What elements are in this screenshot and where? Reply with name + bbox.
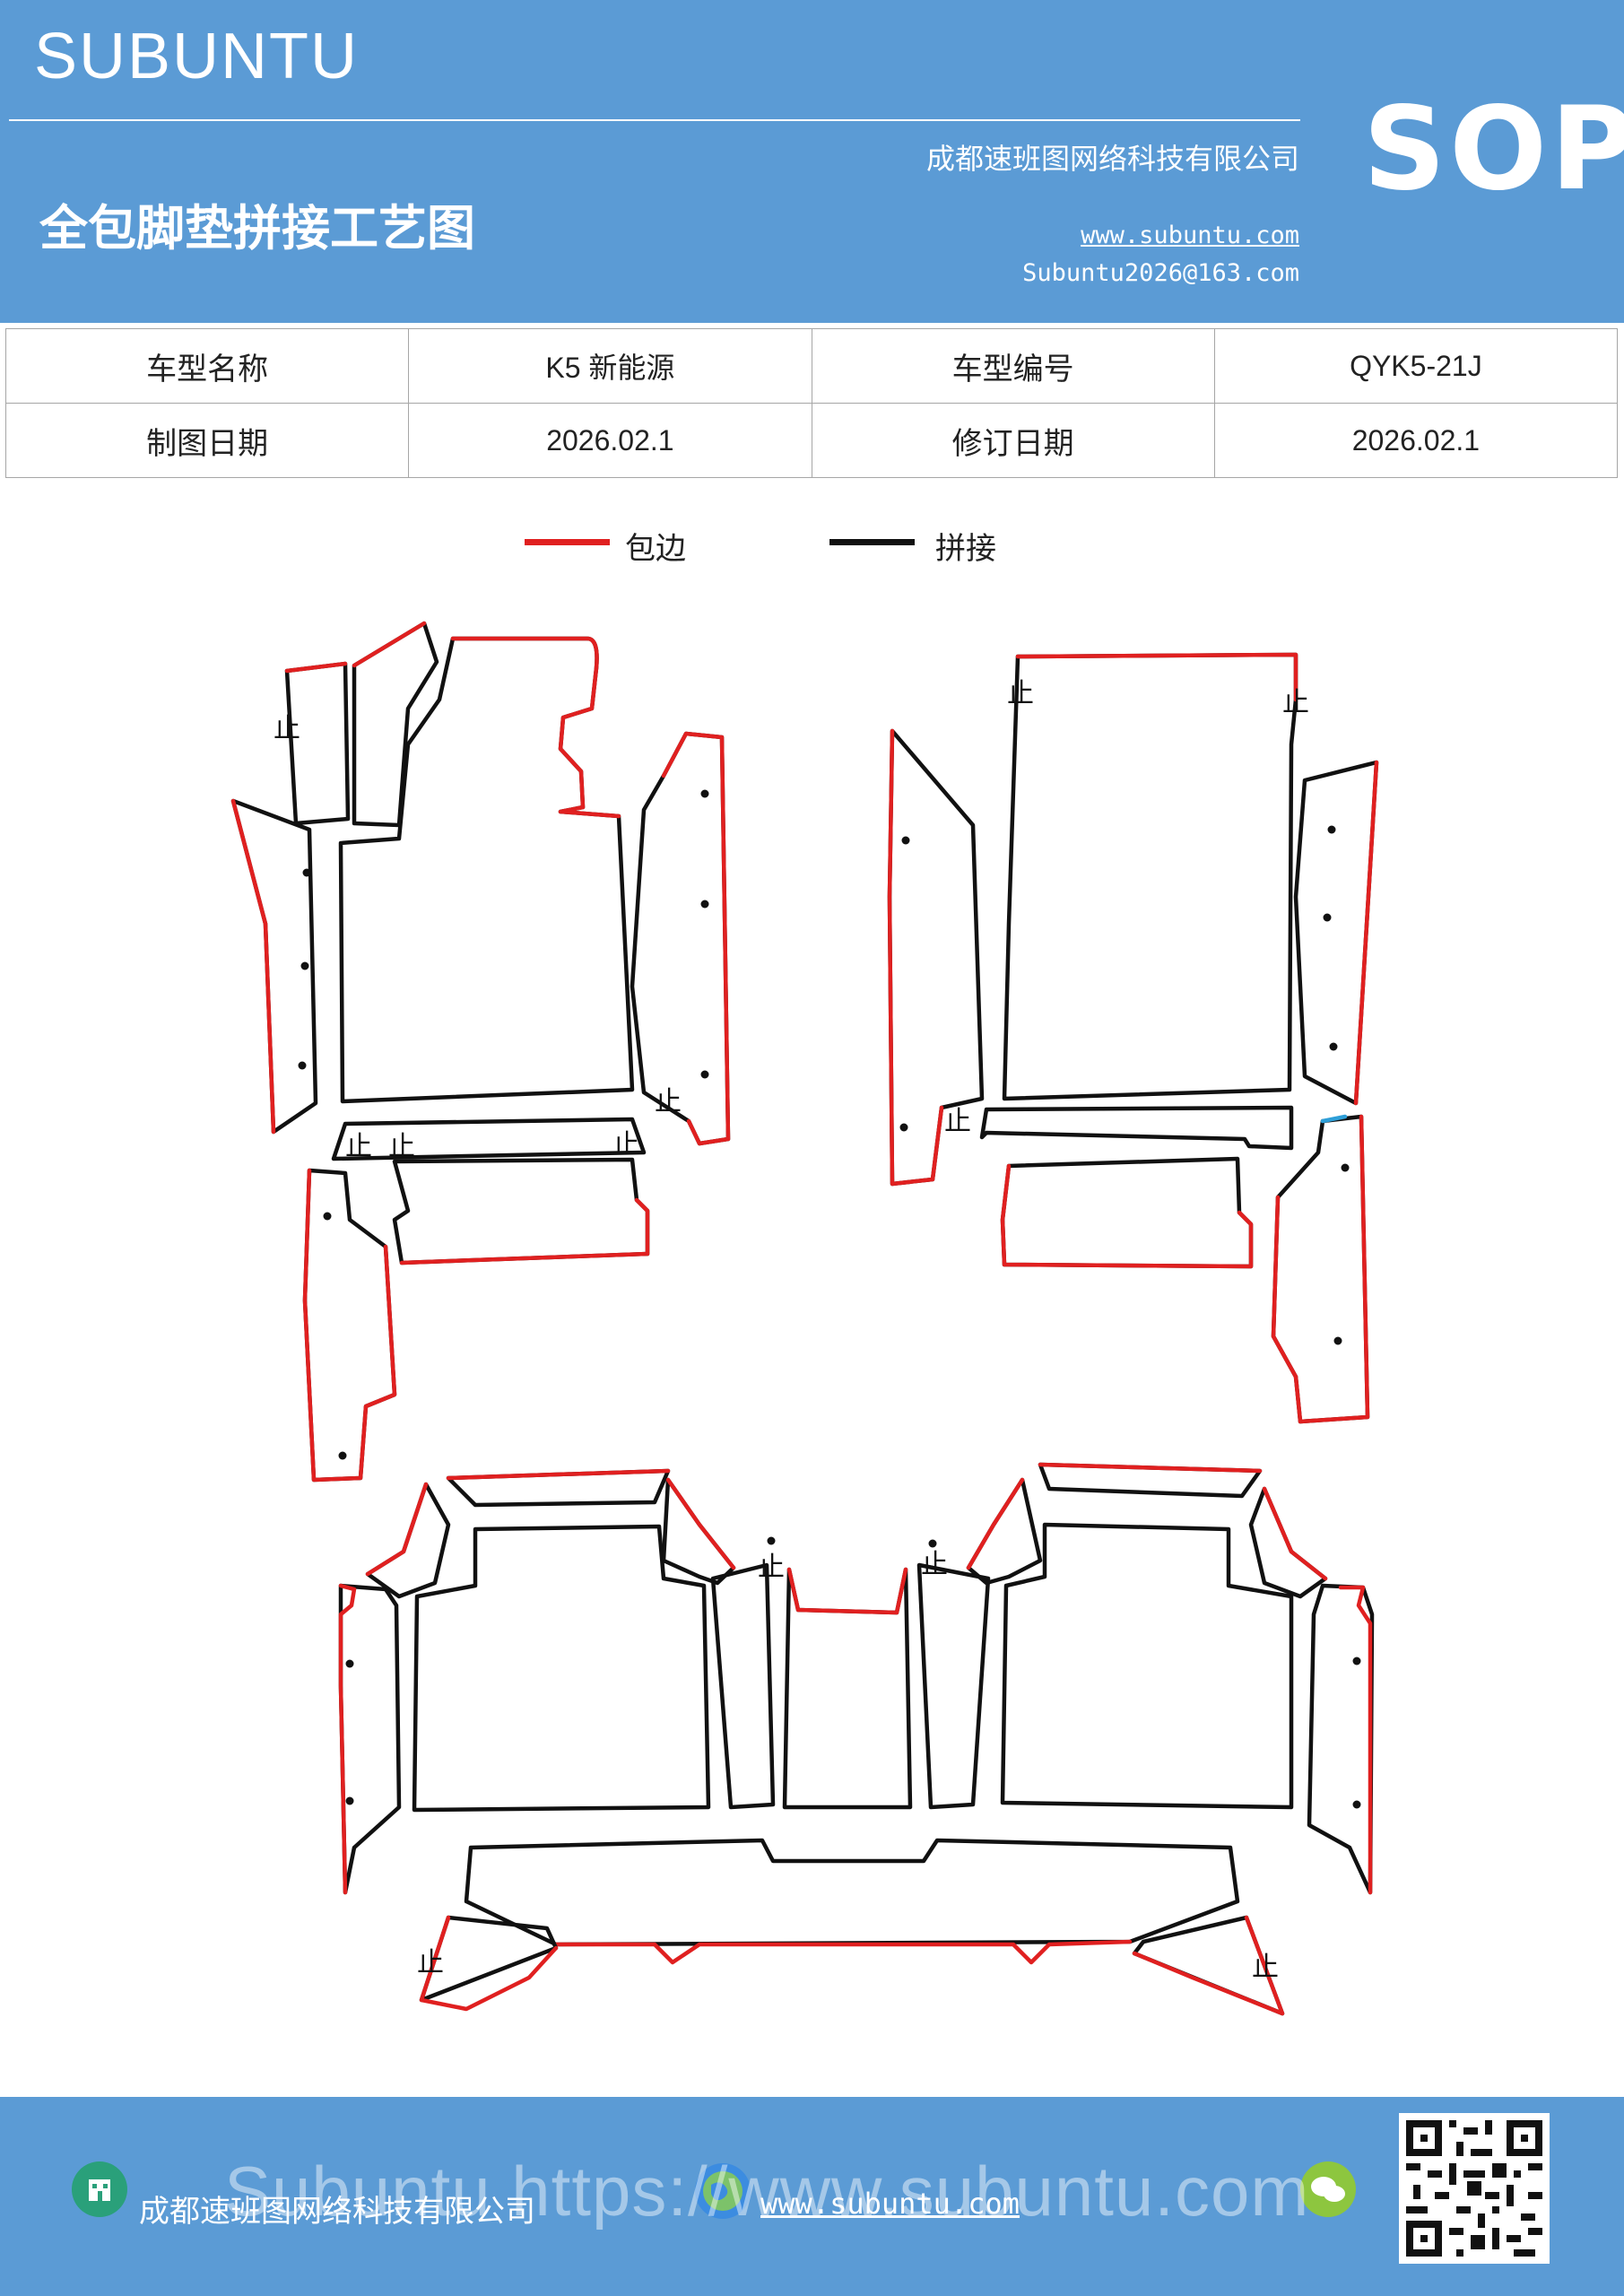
front-left-main-edge — [450, 636, 621, 819]
front-left-heel-strip — [331, 1117, 647, 1161]
rear-tunnel-mat — [464, 1838, 1240, 1947]
front-right-heel-strip — [979, 1105, 1294, 1151]
stop-mark: 止 — [1252, 1952, 1279, 1983]
front-left-door-panel — [630, 731, 731, 1146]
drawing-date-label: 制图日期 — [4, 403, 410, 478]
stop-mark: 止 — [417, 1947, 444, 1979]
front-left-wedge-edge — [352, 621, 427, 668]
stop-mark: 止 — [655, 1086, 682, 1118]
front-right-side-edge — [887, 728, 944, 1187]
sop-badge: SOP — [1363, 83, 1624, 216]
qr-code-icon[interactable] — [1399, 2113, 1550, 2264]
front-right-main-edge — [1015, 652, 1298, 702]
email-address[interactable]: Subuntu2026@163.com — [1022, 259, 1299, 287]
header-divider — [9, 119, 1300, 121]
rear-right-inner-edge — [966, 1477, 1025, 1570]
rear-left-footrest-edge — [419, 1915, 559, 2012]
vehicle-info-table: 车型名称 K5 新能源 车型编号 QYK5-21J 制图日期 2026.02.1… — [4, 328, 1619, 478]
front-right-lower-edge — [1000, 1163, 1254, 1269]
rear-left-wing-edge — [365, 1482, 429, 1577]
header-banner: SUBUNTU 全包脚垫拼接工艺图 成都速班图网络科技有限公司 www.subu… — [0, 0, 1624, 323]
drawing-date-value: 2026.02.1 — [408, 403, 812, 478]
front-right-mat-group — [887, 652, 1379, 1424]
front-left-side-edge — [230, 798, 276, 1135]
rear-center-mat — [782, 1567, 913, 1810]
rear-left-side — [338, 1583, 402, 1895]
front-right-sill — [1271, 1114, 1370, 1424]
rear-left-side-edge — [338, 1583, 357, 1895]
mounting-dots — [298, 789, 1361, 1809]
front-left-sill-edge — [302, 1168, 397, 1483]
rear-right-top-bolster-edge — [1038, 1462, 1263, 1474]
rear-tunnel-edge — [553, 1939, 1133, 1965]
rear-left-seat-mat — [412, 1524, 711, 1813]
rear-mat-group — [338, 1462, 1375, 2016]
document-title: 全包脚垫拼接工艺图 — [39, 200, 475, 257]
front-left-lower-edge — [399, 1197, 650, 1265]
stop-mark: 止 — [944, 1106, 971, 1137]
rear-center-left-strip — [710, 1562, 776, 1810]
stop-mark: 止 — [921, 1549, 948, 1580]
front-right-blue-joint — [1320, 1114, 1348, 1124]
rear-right-inner-wing — [966, 1477, 1043, 1586]
stop-marks: 止 止 止 止 止 止 止 止 止 止 止 止 — [274, 678, 1309, 1983]
legend-binding-swatch — [525, 539, 610, 545]
wechat-icon — [1300, 2161, 1356, 2217]
revision-date-value: 2026.02.1 — [1213, 403, 1619, 478]
rear-center-right-strip — [916, 1562, 991, 1810]
website-link[interactable]: www.subuntu.com — [1081, 222, 1299, 249]
rear-right-wing-edge — [1262, 1486, 1328, 1581]
legend-binding-label: 包边 — [625, 531, 686, 567]
globe-icon — [695, 2163, 751, 2219]
front-right-lower-mat — [1000, 1156, 1254, 1269]
model-code-value: QYK5-21J — [1213, 328, 1619, 404]
footer-company-name: 成都速班图网络科技有限公司 — [139, 2194, 535, 2230]
front-left-strip-edge — [284, 661, 348, 674]
rear-left-inner-wing — [661, 1477, 736, 1586]
watermark-overlay: Subuntu https://www.subuntu.com — [224, 2152, 1310, 2231]
stop-mark: 止 — [1282, 687, 1309, 718]
model-name-label: 车型名称 — [4, 328, 410, 404]
footer-website-link[interactable]: www.subuntu.com — [760, 2187, 1020, 2221]
front-right-main-mat — [1002, 652, 1298, 1101]
legend-seam-swatch — [829, 539, 915, 545]
rear-right-side-edge — [1338, 1585, 1373, 1895]
stop-mark: 止 — [388, 1131, 415, 1162]
front-right-sill-edge — [1271, 1114, 1370, 1424]
stop-mark: 止 — [612, 1129, 639, 1161]
rear-right-seat-mat — [1000, 1522, 1294, 1810]
stop-mark: 止 — [274, 713, 300, 744]
stop-mark: 止 — [1007, 678, 1034, 709]
rear-right-side — [1307, 1583, 1375, 1895]
table-row: 车型名称 K5 新能源 车型编号 QYK5-21J — [4, 328, 1619, 404]
rear-left-top-bolster-edge — [446, 1468, 671, 1481]
legend-seam-label: 拼接 — [935, 531, 996, 567]
brand-logo-text: SUBUNTU — [34, 21, 360, 92]
revision-date-label: 修订日期 — [811, 403, 1215, 478]
stop-mark: 止 — [758, 1552, 785, 1583]
front-right-door-edge — [1353, 760, 1379, 1106]
footer-banner: 成都速班图网络科技有限公司 www.subuntu.com Subuntu ht… — [0, 2097, 1624, 2296]
company-name: 成都速班图网络科技有限公司 — [925, 142, 1299, 176]
rear-left-inner-edge — [665, 1477, 736, 1570]
front-left-door-edge — [661, 731, 731, 1146]
model-name-value: K5 新能源 — [408, 328, 812, 404]
stop-mark: 止 — [345, 1131, 372, 1162]
rear-center-edge — [786, 1567, 908, 1615]
building-icon — [72, 2161, 127, 2217]
table-row: 制图日期 2026.02.1 修订日期 2026.02.1 — [4, 403, 1619, 478]
front-left-lower-mat — [392, 1157, 650, 1265]
front-left-mat-group — [230, 621, 731, 1483]
legend: 包边 拼接 — [0, 520, 1624, 574]
floor-mat-diagram: 止 止 止 止 止 止 止 止 止 止 止 止 — [230, 621, 1379, 2016]
front-left-sill — [302, 1168, 397, 1483]
rear-right-footrest-edge — [1132, 1915, 1285, 2016]
front-right-door-panel — [1293, 760, 1379, 1106]
model-code-label: 车型编号 — [811, 328, 1215, 404]
